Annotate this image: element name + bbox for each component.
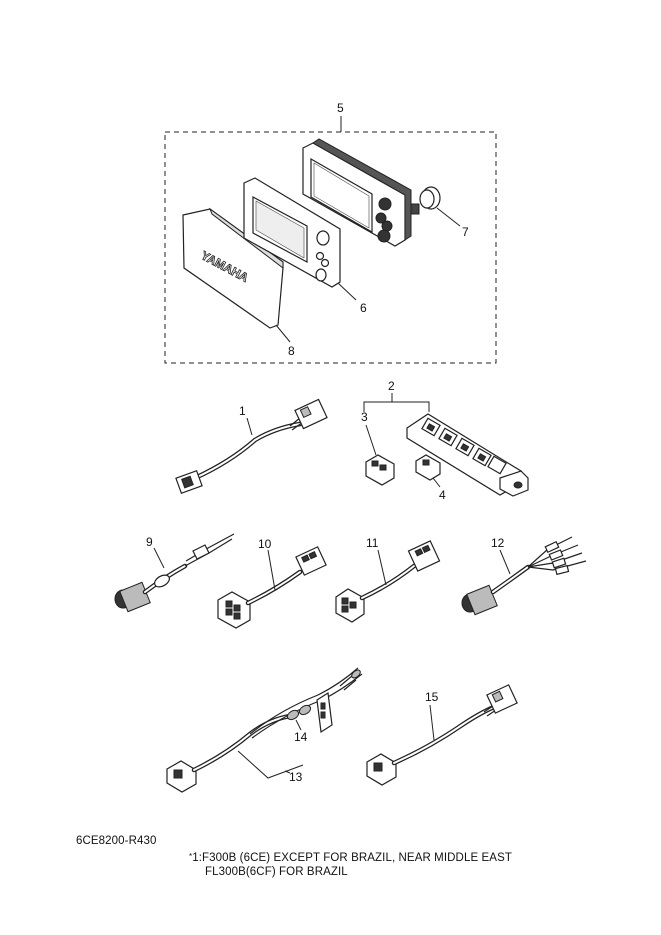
footnote-text-1: 1:F300B (6CE) EXCEPT FOR BRAZIL, NEAR MI…	[192, 852, 512, 864]
terminator-part-3	[365, 454, 395, 486]
callout-3: 3	[361, 410, 368, 424]
cable-part-12	[461, 536, 587, 616]
callout-11: 11	[366, 536, 379, 550]
callout-12: 12	[491, 536, 505, 550]
reference-code: 6CE8200-R430	[76, 835, 157, 847]
display-bezel	[243, 177, 341, 288]
callout-5: 5	[337, 101, 344, 115]
footnote-line-2: FL300B(6CF) FOR BRAZIL	[205, 866, 348, 878]
footnote-line-1: *1:F300B (6CE) EXCEPT FOR BRAZIL, NEAR M…	[189, 852, 512, 864]
callout-6: 6	[360, 301, 367, 315]
cable-part-9	[114, 533, 235, 613]
callout-13: 13	[289, 770, 303, 784]
cable-part-15	[366, 684, 518, 786]
callout-7: 7	[462, 225, 469, 239]
connector-cap	[419, 186, 441, 210]
callout-4: 4	[439, 488, 446, 502]
cable-part-11	[335, 540, 441, 623]
callout-15: 15	[425, 690, 439, 704]
hub-part-2	[406, 413, 529, 497]
cap-part-4	[415, 454, 441, 481]
display-kit-group: 5 YAMAHA 8 6	[164, 101, 497, 364]
callout-10: 10	[258, 537, 272, 551]
cable-part-1	[175, 398, 328, 495]
cable-part-13	[166, 667, 363, 793]
display-unit	[302, 138, 420, 247]
callout-2: 2	[388, 379, 395, 393]
cable-part-10	[217, 546, 327, 629]
footnote-mark: *	[189, 852, 193, 861]
callout-9: 9	[146, 535, 153, 549]
callout-14: 14	[294, 730, 308, 744]
callout-8: 8	[288, 344, 295, 358]
callout-1: 1	[239, 404, 246, 418]
